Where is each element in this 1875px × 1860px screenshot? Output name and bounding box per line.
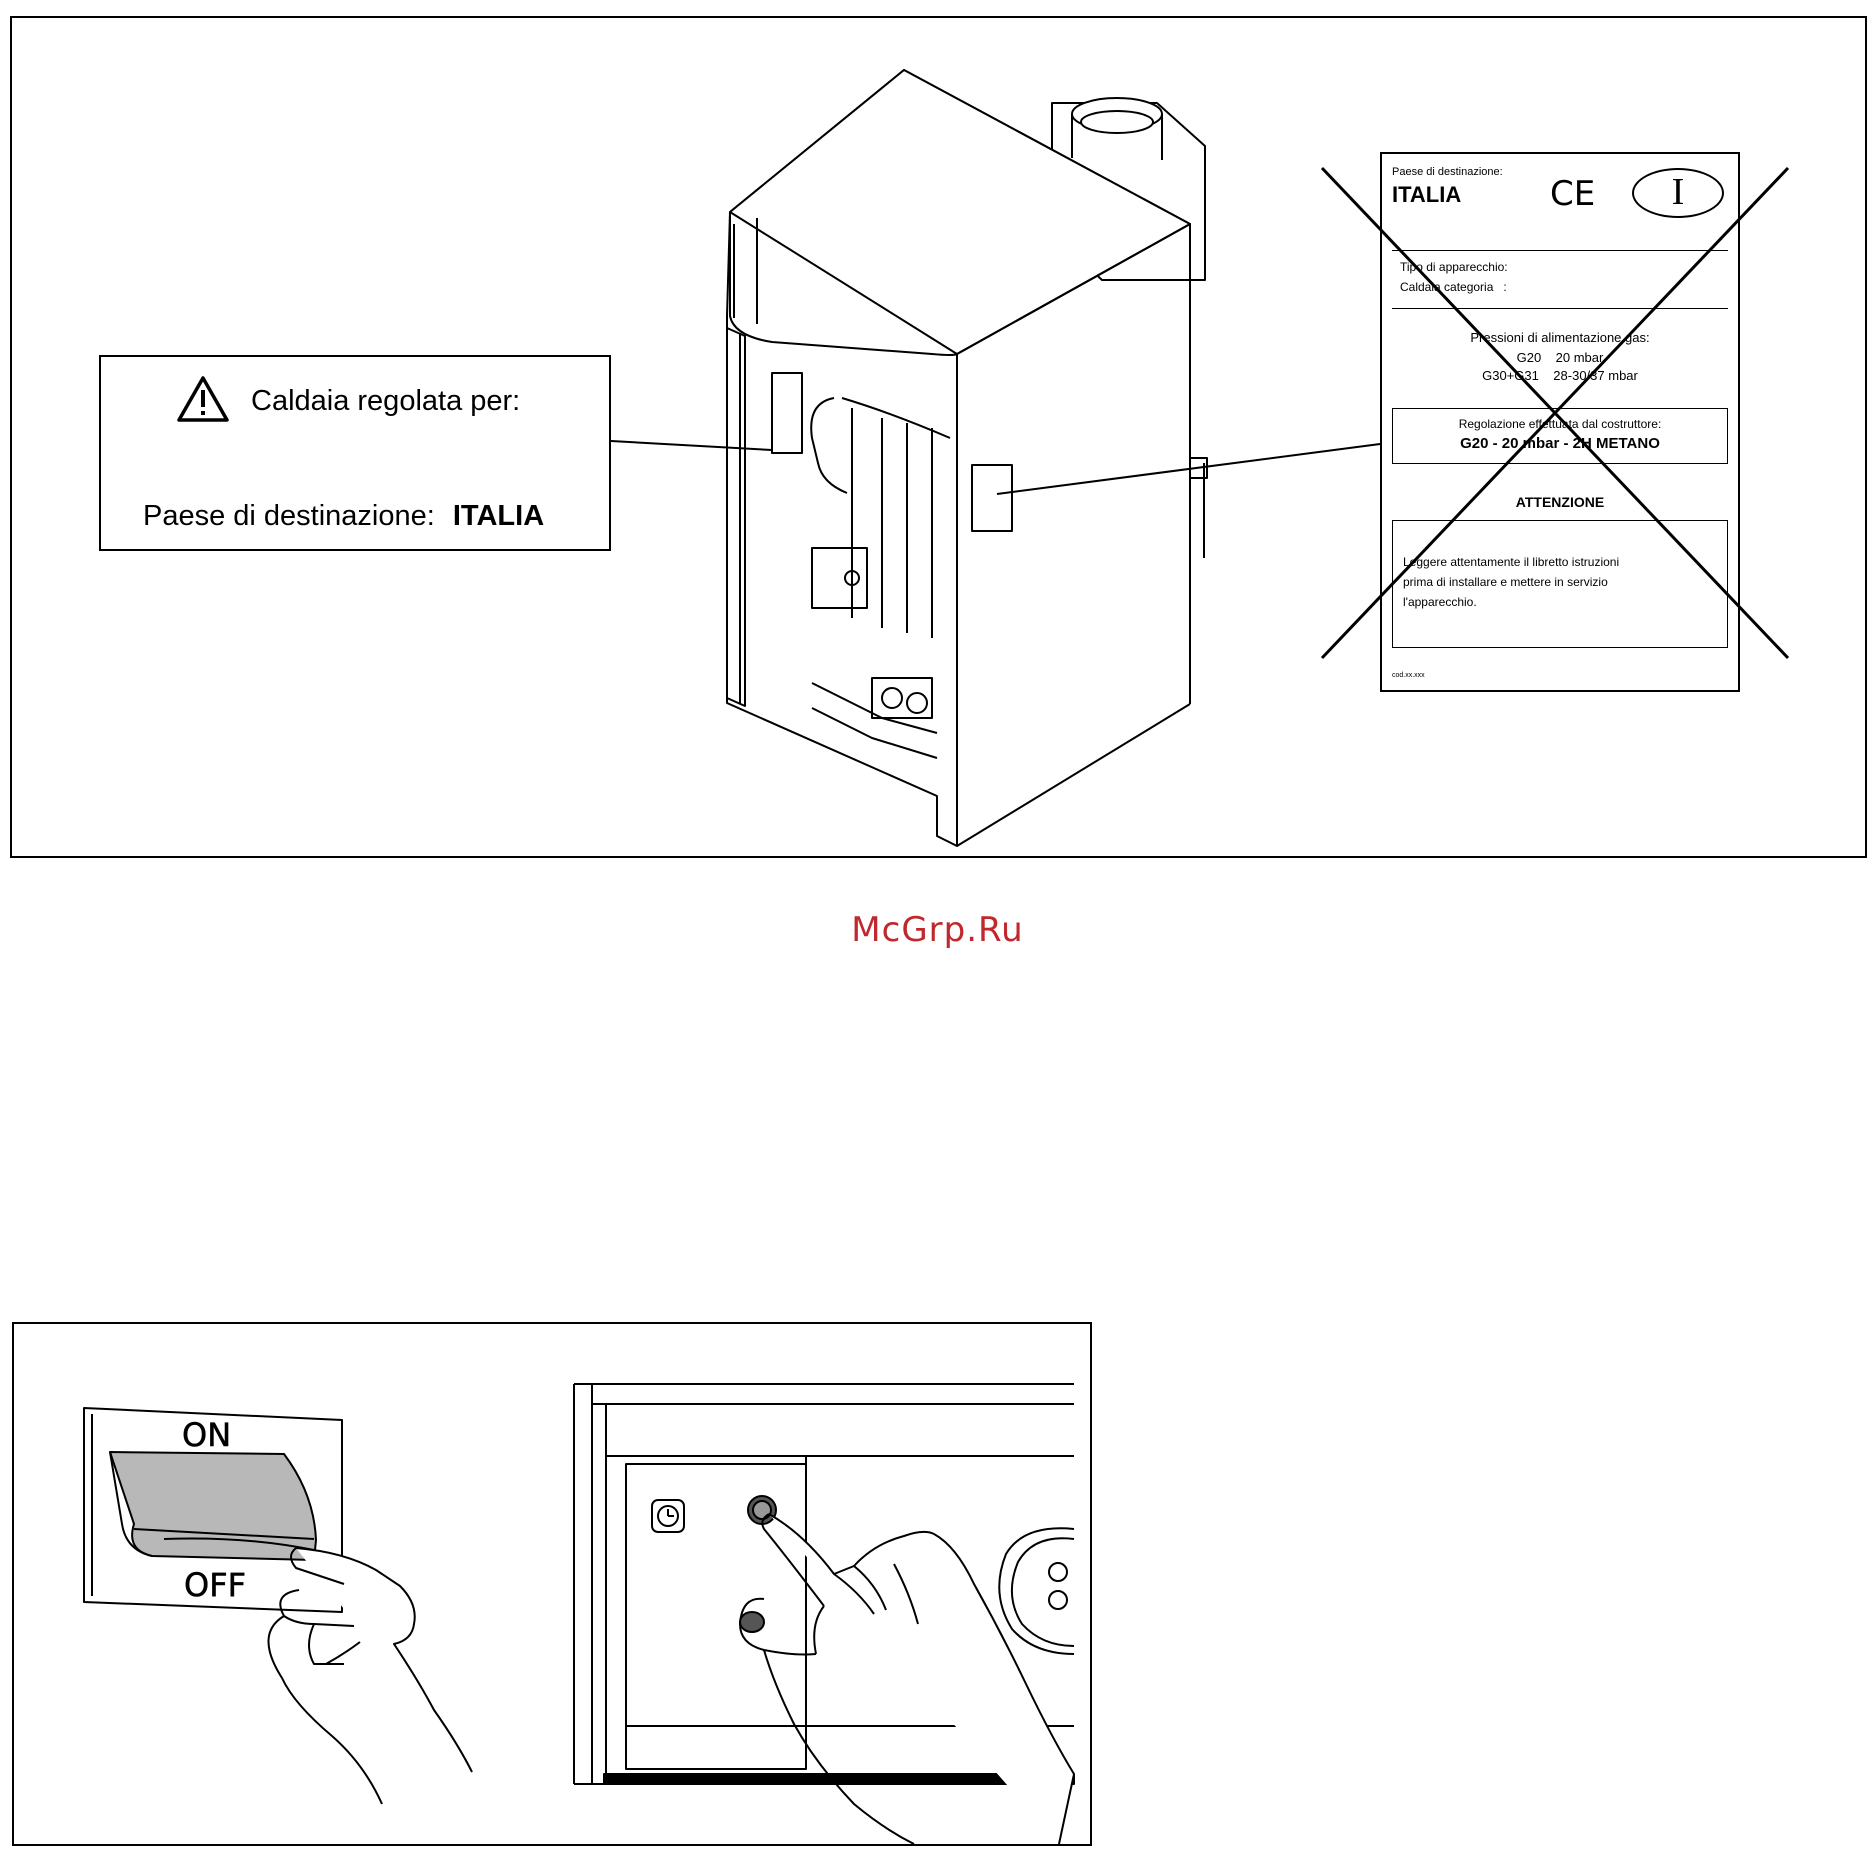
ce-mark: CE [1550, 174, 1596, 214]
country-code-oval: I [1632, 168, 1724, 218]
type-label: Tipo di apparecchio: [1400, 260, 1508, 274]
cross-out-mark [1320, 166, 1790, 660]
note-box: Leggere attentamente il libretto istruzi… [1392, 520, 1728, 648]
note-line-2: prima di installare e mettere in servizi… [1403, 575, 1608, 589]
destination-value: ITALIA [452, 500, 545, 532]
control-panel-drawing [573, 1383, 1075, 1844]
pressure-line-1: G20 20 mbar [1516, 350, 1604, 365]
switch-on-label: ON [182, 1416, 231, 1454]
factory-value: G20 - 20 mbar - 2H METANO [1460, 435, 1660, 452]
switch-figure-frame: ON OFF [12, 1322, 1092, 1846]
plate-divider-2 [1392, 308, 1728, 309]
note-line-1: Leggere attentamente il libretto istruzi… [1403, 555, 1620, 569]
country-code: I [1671, 171, 1685, 213]
pressure-title: Pressioni di alimentazione gas: [1470, 330, 1650, 345]
destination-line: Paese di destinazione: ITALIA [143, 500, 544, 533]
plate-country-small-label: Paese di destinazione: [1392, 166, 1503, 178]
warning-text: Caldaia regolata per: [251, 385, 521, 417]
plate-country: ITALIA [1392, 182, 1462, 207]
boiler-figure-frame: Caldaia regolata per: Paese di destinazi… [10, 16, 1867, 858]
pressure-line-2: G30+G31 28-30/37 mbar [1482, 368, 1638, 383]
factory-title: Regolazione effettuata dal costruttore: [1458, 417, 1662, 431]
watermark: McGrp.Ru [851, 910, 1024, 950]
warning-triangle-icon [177, 375, 229, 423]
boiler-drawing [610, 69, 1790, 847]
mains-switch-drawing: ON OFF [83, 1407, 473, 1805]
destination-label: Paese di destinazione: [143, 500, 435, 532]
attention-label: ATTENZIONE [1515, 494, 1605, 510]
clock-icon [651, 1499, 685, 1533]
boiler-body [726, 69, 1208, 847]
switch-off-label: OFF [184, 1566, 246, 1604]
gauge [998, 1527, 1075, 1655]
note-line-3: l'apparecchio. [1403, 595, 1477, 609]
data-plate: Paese di destinazione: ITALIA CE I Tipo … [1380, 152, 1740, 692]
plate-divider-1 [1392, 250, 1728, 251]
leader-line-right [996, 443, 1381, 495]
plate-code: cod.xx.xxx [1392, 672, 1425, 679]
regulation-label-box: Caldaia regolata per: Paese di destinazi… [99, 355, 611, 551]
leader-line-left [610, 440, 773, 451]
